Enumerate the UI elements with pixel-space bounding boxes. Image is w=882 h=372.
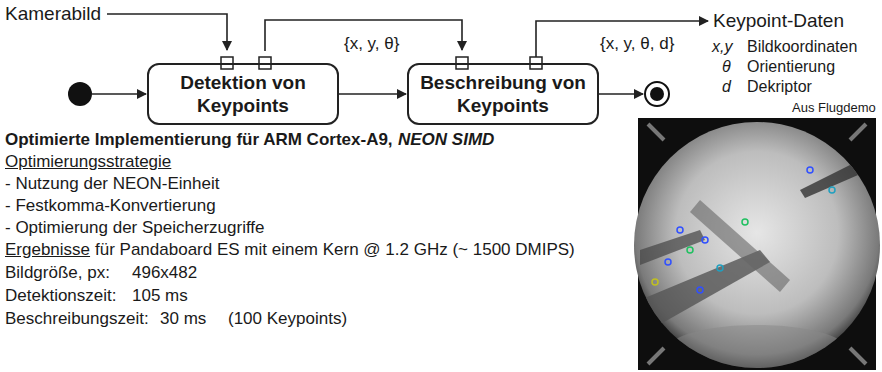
action-label: Detektion von Keypoints	[155, 71, 331, 117]
input-flow	[107, 14, 227, 50]
table-cell: Detektionszeit:	[5, 286, 117, 306]
legend-symbol: d	[722, 77, 731, 97]
input-name: Kamerabild	[5, 4, 101, 24]
list-item: - Nutzung der NEON-Einheit	[5, 174, 219, 194]
data-label: {x, y, θ, d}	[600, 34, 674, 54]
legend-text: Orientierung	[747, 57, 835, 77]
legend-symbol: θ	[722, 57, 731, 77]
table-cell: 496x482	[132, 263, 197, 283]
photo-content	[640, 160, 865, 372]
table-cell: Beschreibungszeit:	[5, 309, 149, 329]
section-heading: Optimierte Implementierung für ARM Corte…	[5, 130, 393, 150]
initial-node	[68, 82, 92, 106]
subheading: Ergebnisse	[5, 240, 90, 260]
legend-symbol: x,y	[712, 37, 732, 57]
action-label: Beschreibung von Keypoints	[415, 71, 591, 117]
action-box: Detektion von Keypoints	[147, 63, 339, 125]
section-heading: NEON SIMD	[398, 130, 494, 150]
output-name: Keypoint-Daten	[713, 11, 844, 31]
table-cell: 30 ms	[160, 309, 206, 329]
legend-text: Bildkoordinaten	[747, 37, 857, 57]
table-cell: (100 Keypoints)	[228, 309, 347, 329]
legend-text: Dekriptor	[747, 77, 812, 97]
control-flow	[339, 93, 406, 95]
final-node-core	[650, 87, 664, 101]
output-flow	[536, 21, 708, 57]
table-cell: Bildgröße, px:	[5, 263, 110, 283]
result-note: für Pandaboard ES mit einem Kern @ 1.2 G…	[95, 240, 575, 260]
table-cell: 105 ms	[132, 286, 188, 306]
action-box: Beschreibung von Keypoints	[407, 63, 599, 125]
flow-label: {x, y, θ}	[342, 34, 401, 54]
list-item: - Festkomma-Konvertierung	[5, 196, 216, 216]
final-node	[645, 82, 669, 106]
photo-caption: Aus Flugdemo	[792, 98, 876, 118]
subheading: Optimierungsstrategie	[5, 152, 171, 172]
control-flow-start	[92, 93, 146, 95]
control-flow-end	[599, 93, 643, 95]
list-item: - Optimierung der Speicherzugriffe	[5, 218, 265, 238]
